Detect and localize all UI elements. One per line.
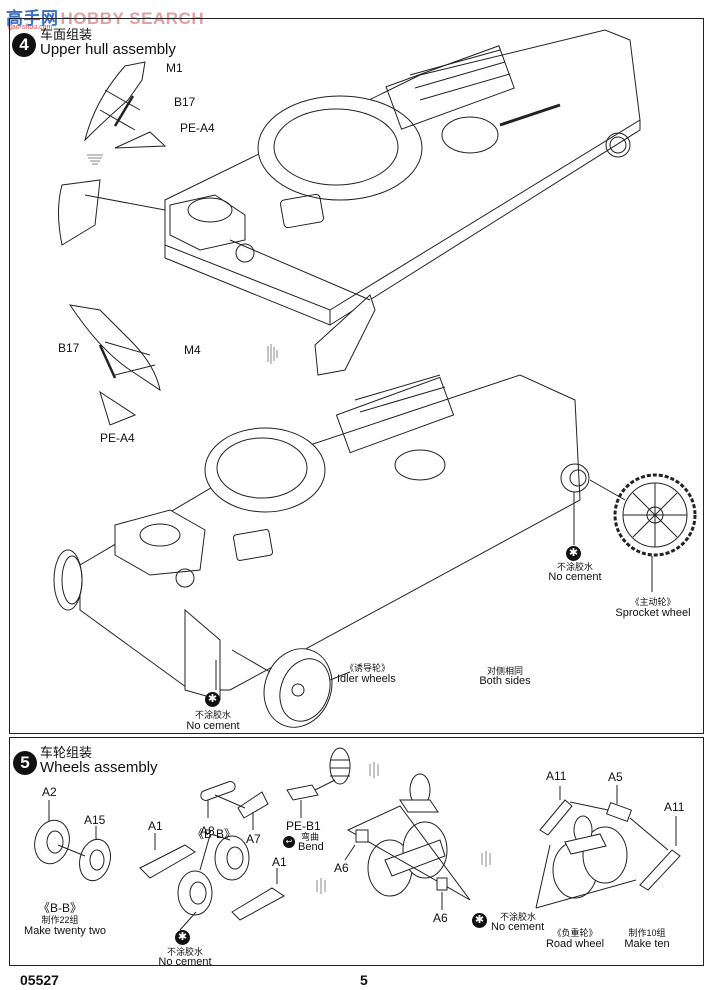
no-cement-icon: ✱	[566, 546, 581, 561]
arm-a11-left	[539, 799, 573, 836]
label-m1: M1	[166, 61, 183, 75]
arrow-indicator	[87, 154, 278, 364]
idler-label-zh: 《诱导轮》	[345, 663, 391, 673]
step4-title-zh: 车面组装	[40, 27, 93, 42]
label-b17-top: B17	[174, 95, 196, 109]
part-pe-a4-bottom	[99, 390, 137, 426]
road-wheel-en: Road wheel	[545, 938, 605, 950]
watermark-url: gao-shou.com	[8, 24, 53, 31]
label-pe-b1: PE-B1	[286, 819, 321, 833]
rear-fender-top	[314, 294, 376, 376]
idler-label-en: Idler wheels	[337, 673, 396, 685]
wheel-a2	[34, 819, 70, 865]
part-a8	[200, 781, 236, 801]
sprocket-label-zh: 《主动轮》	[630, 597, 676, 607]
lower-hull-assembled	[53, 374, 590, 701]
bend-en: Bend	[298, 841, 324, 853]
label-a7: A7	[246, 832, 261, 846]
bogie-assembly	[367, 773, 448, 897]
part-a6-right	[436, 877, 448, 891]
spring-part	[329, 747, 351, 785]
wheel-bb-2	[177, 870, 213, 916]
arrow-indicator	[316, 762, 491, 894]
page-number: 5	[360, 972, 368, 988]
label-a6-right: A6	[433, 911, 448, 925]
label-b17-bottom: B17	[58, 341, 80, 355]
part-a6-left	[355, 829, 369, 843]
sprocket-wheel-drawing	[613, 473, 697, 557]
label-a15: A15	[84, 813, 106, 827]
step4-panel	[9, 18, 704, 734]
bb-group-name: 《B-B》	[37, 901, 82, 915]
label-a1-right: A1	[272, 855, 287, 869]
step4-number-badge: 4	[12, 33, 36, 57]
step5-number-badge: 5	[13, 751, 37, 775]
label-bb-mid: 《B-B》	[192, 827, 237, 841]
upper-hull-top	[164, 29, 641, 326]
kit-number: 05527	[20, 972, 59, 988]
bb-group-zh: 制作22组	[41, 915, 79, 925]
sprocket-label-en: Sprocket wheel	[615, 607, 691, 619]
step5-title-zh: 车轮组装	[40, 745, 93, 760]
label-a2: A2	[42, 785, 57, 799]
label-a1-left: A1	[148, 819, 163, 833]
part-a7	[237, 791, 269, 819]
wheel-bb-1	[214, 835, 250, 881]
label-a5: A5	[608, 770, 623, 784]
bb-group-en: Make twenty two	[24, 925, 106, 937]
no-cement-icon: ✱	[175, 930, 190, 945]
no-cement-bb-zh: 不涂胶水	[166, 947, 203, 957]
step4-title-en: Upper hull assembly	[40, 41, 176, 58]
label-a6-left: A6	[334, 861, 349, 875]
arm-a11-right	[639, 849, 681, 891]
step5-panel	[9, 737, 704, 966]
make-ten-en: Make ten	[624, 938, 670, 950]
label-pe-a4-bottom: PE-A4	[100, 431, 135, 445]
no-cement-sprocket-en: No cement	[548, 571, 602, 583]
no-cement-road-en: No cement	[491, 921, 545, 933]
no-cement-road-zh: 不涂胶水	[500, 912, 537, 922]
both-sides-zh: 对侧相同	[486, 666, 523, 676]
fender-m4-bottom	[68, 304, 161, 392]
step5-title-en: Wheels assembly	[40, 759, 158, 776]
no-cement-idler-en: No cement	[186, 720, 240, 732]
label-m4: M4	[184, 343, 201, 357]
arm-a1-right	[231, 887, 285, 921]
part-b17-top	[113, 95, 135, 127]
no-cement-sprocket-zh: 不涂胶水	[556, 562, 593, 572]
part-pe-a4-top	[114, 131, 167, 149]
wheel-a15	[79, 838, 111, 882]
arm-a1-left	[139, 844, 196, 879]
part-a5	[605, 801, 633, 823]
idler-wheel-drawing	[263, 648, 333, 728]
part-b17-bottom	[98, 344, 117, 379]
no-cement-idler-zh: 不涂胶水	[194, 710, 231, 720]
no-cement-icon: ✱	[472, 913, 487, 928]
label-a11-right: A11	[664, 800, 685, 814]
road-wheel-assembly	[552, 815, 628, 899]
both-sides-en: Both sides	[479, 675, 531, 687]
label-a11-left: A11	[546, 769, 567, 783]
label-a8: A8	[200, 824, 215, 838]
label-pe-a4-top: PE-A4	[180, 121, 215, 135]
make-ten-zh: 制作10组	[628, 928, 666, 938]
bend-zh: 弯曲	[301, 832, 320, 842]
no-cement-icon: ✱	[205, 692, 220, 707]
road-wheel-zh: 《负重轮》	[552, 928, 598, 938]
part-pe-b1	[286, 784, 319, 801]
no-cement-bb-en: No cement	[158, 956, 212, 968]
fender-m1-top	[84, 61, 146, 142]
bend-icon: ↩	[283, 836, 295, 848]
